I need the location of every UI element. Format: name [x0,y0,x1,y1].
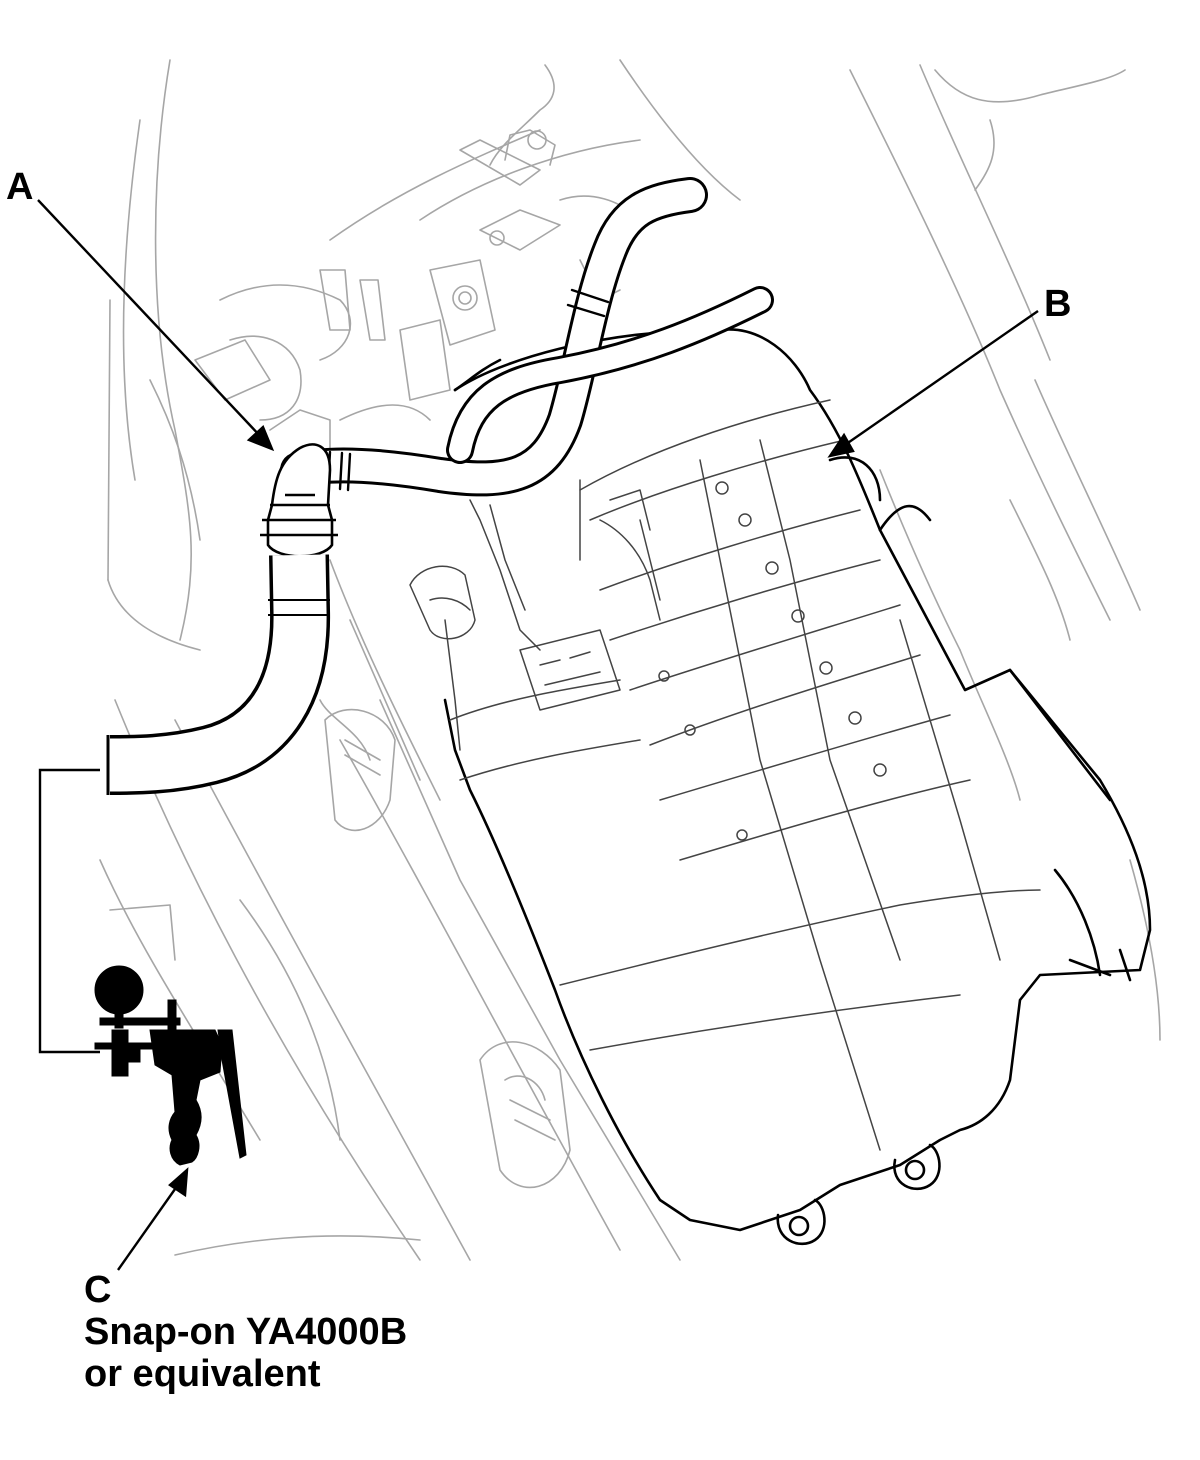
canister-detail [409,399,1041,1151]
callout-label-b: B [1044,283,1072,325]
leader-lines [37,199,1039,1271]
connection-line [38,768,100,1054]
tool-caption-line-1: Snap-on YA4000B [84,1311,408,1353]
test-hose [106,554,331,795]
vacuum-pump-tool [94,965,247,1166]
callout-label-a: A [6,166,34,208]
connector-a [260,443,338,558]
vapor-hose [280,177,774,497]
background-structure [99,59,1161,1261]
tool-caption: Snap-on YA4000B or equivalent [84,1311,407,1395]
callout-label-c: C [84,1269,112,1311]
tool-caption-line-2: or equivalent [84,1353,321,1395]
